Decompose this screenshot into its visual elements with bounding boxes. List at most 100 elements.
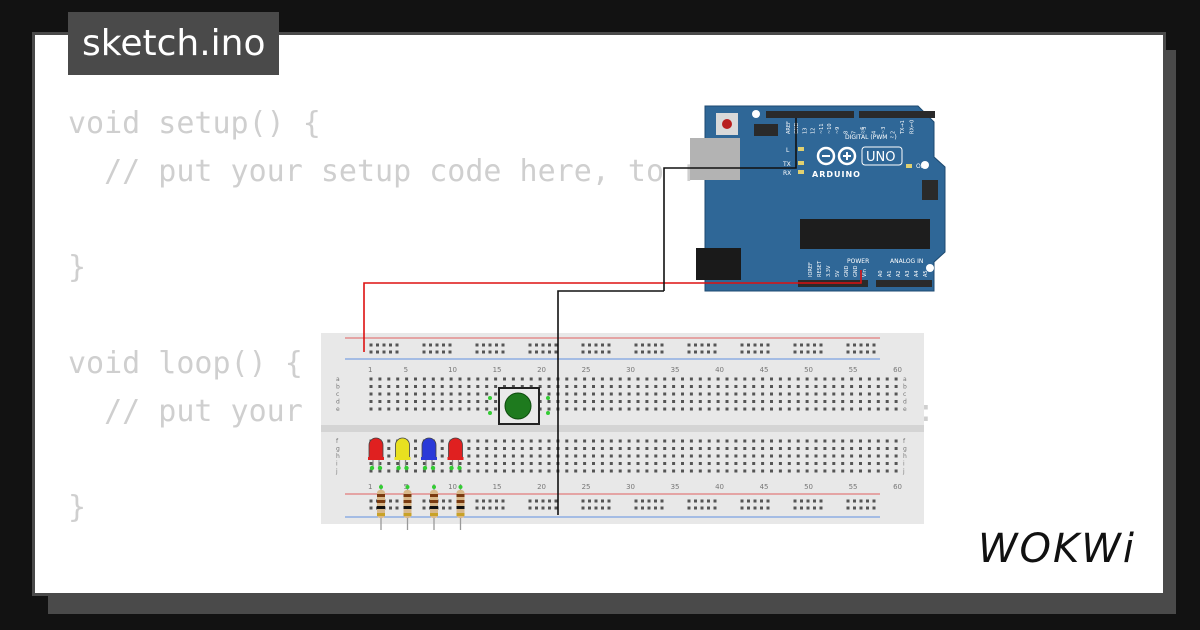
resistor[interactable] (456, 484, 465, 530)
usb-port-icon (690, 138, 740, 180)
row-letter: a (336, 376, 340, 383)
microcontroller-chip (800, 219, 930, 249)
led[interactable] (394, 437, 411, 471)
pin-label: 3.3V (826, 265, 832, 277)
code-line: } (68, 490, 87, 525)
pin-label: ~6 (860, 127, 866, 134)
column-number: 45 (760, 483, 769, 491)
led[interactable] (447, 437, 464, 471)
column-number: 1 (368, 483, 372, 491)
pin-label: 12 (811, 128, 817, 134)
code-line: void setup() { (68, 106, 321, 141)
led[interactable] (421, 437, 437, 471)
row-letter: d (336, 399, 340, 406)
column-number: 25 (582, 483, 591, 491)
row-letter: f (336, 438, 339, 445)
pin-label: 8 (843, 131, 849, 134)
arduino-logo-icon (816, 146, 857, 166)
row-letter: f (903, 438, 906, 445)
digital-label: DIGITAL (PWM ~) (845, 134, 897, 141)
column-number: 50 (804, 483, 813, 491)
row-letter: j (335, 468, 338, 475)
pin-label: RX←0 (910, 120, 916, 134)
pin-label: A3 (905, 270, 911, 277)
column-number: 15 (493, 366, 502, 374)
pin-label: TX→1 (900, 120, 906, 135)
column-number: 20 (537, 366, 546, 374)
pin-label: AREF (786, 121, 792, 134)
wokwi-logo: WOKWi (978, 526, 1136, 572)
led[interactable] (368, 437, 384, 471)
row-letter: i (336, 461, 338, 468)
code-line: void loop() { (68, 346, 303, 381)
column-number: 30 (626, 366, 635, 374)
pin-label: ~3 (881, 127, 887, 134)
analog-label: ANALOG IN (890, 258, 923, 265)
row-letter: g (336, 446, 340, 453)
pin-label: RESET (817, 260, 823, 277)
resistor[interactable] (430, 484, 438, 530)
column-number: 30 (626, 483, 635, 491)
column-number: 40 (715, 483, 724, 491)
pin-label: 4 (872, 131, 878, 134)
ground-wire-arduino (663, 118, 797, 291)
column-number: 60 (893, 483, 902, 491)
pin-label: GND (844, 265, 850, 277)
pin-label: A4 (914, 270, 920, 277)
pin-label: Vin (862, 269, 868, 277)
arduino-brand: ARDUINO (812, 170, 861, 179)
row-letter: c (903, 391, 906, 398)
row-letter: j (902, 468, 905, 475)
wires[interactable] (363, 118, 862, 515)
row-letter: h (903, 453, 907, 460)
column-number: 5 (404, 366, 408, 374)
pin-label: A0 (878, 270, 884, 277)
row-letter: c (336, 391, 339, 398)
led-l-label: L (786, 147, 790, 154)
column-number: 10 (448, 366, 457, 374)
led-on-label: ON (916, 163, 925, 170)
pin-label: ~11 (819, 123, 825, 134)
column-number: 20 (537, 483, 546, 491)
pin-label: ~9 (835, 127, 841, 134)
power-jack-icon (696, 248, 741, 280)
pin-label: IOREF (808, 262, 814, 277)
column-number: 35 (671, 366, 680, 374)
row-letter: e (903, 406, 907, 413)
column-number: 15 (493, 483, 502, 491)
power-wire (363, 270, 862, 352)
file-tab[interactable]: sketch.ino (68, 12, 280, 75)
pin-label: ~5 (862, 127, 868, 134)
ground-wire-button (557, 290, 664, 515)
row-letter: a (903, 376, 907, 383)
pushbutton[interactable] (488, 387, 550, 425)
pin-label: ~10 (827, 123, 833, 134)
row-letter: h (336, 453, 340, 460)
board-name: UNO (866, 150, 895, 165)
pin-label: A2 (896, 270, 902, 277)
led-rx-label: RX (783, 170, 791, 177)
pin-label: 7 (852, 131, 858, 134)
resistor[interactable] (377, 484, 385, 530)
pin-label: 2 (891, 131, 897, 134)
row-letter: d (903, 399, 907, 406)
pin-label: A1 (887, 270, 893, 277)
column-number: 55 (849, 366, 858, 374)
row-letter: e (336, 406, 340, 413)
pin-label: GND (853, 265, 859, 277)
resistor[interactable] (403, 484, 412, 530)
row-letter: g (903, 446, 907, 453)
row-letter: b (336, 384, 340, 391)
column-number: 35 (671, 483, 680, 491)
column-number: 10 (448, 483, 457, 491)
column-number: 40 (715, 366, 724, 374)
row-letter: b (903, 384, 907, 391)
pin-label: A5 (923, 270, 929, 277)
pin-label: GND (794, 122, 800, 134)
pin-label: 13 (802, 128, 808, 134)
column-number: 45 (760, 366, 769, 374)
power-label: POWER (847, 258, 869, 265)
